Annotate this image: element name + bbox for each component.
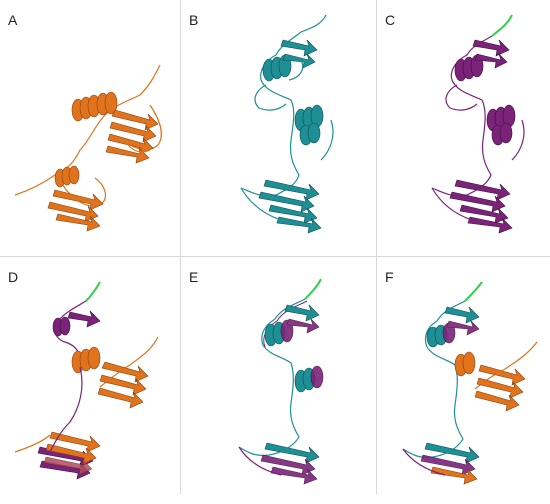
panel-label-c: C	[385, 12, 396, 28]
vertical-divider-2	[376, 0, 377, 494]
horizontal-divider	[0, 256, 550, 257]
panel-label-e: E	[189, 269, 199, 285]
panel-d: D	[0, 257, 183, 504]
panel-f: F	[377, 257, 550, 504]
panel-e: E	[181, 257, 364, 504]
vertical-divider-1	[180, 0, 181, 494]
panel-label-a: A	[8, 12, 18, 28]
panel-b: B	[181, 0, 364, 247]
panel-label-f: F	[385, 269, 394, 285]
protein-overlay-purple-orange	[14, 281, 159, 480]
panel-label-d: D	[8, 269, 19, 285]
protein-overlay-all	[402, 281, 538, 485]
protein-structure-purple	[431, 14, 525, 234]
panel-label-b: B	[189, 12, 199, 28]
protein-structure-teal	[240, 14, 334, 234]
panel-a: A	[0, 0, 183, 247]
protein-overlay-teal-purple	[238, 278, 324, 485]
protein-structure-orange	[14, 64, 162, 232]
panel-c: C	[377, 0, 550, 247]
